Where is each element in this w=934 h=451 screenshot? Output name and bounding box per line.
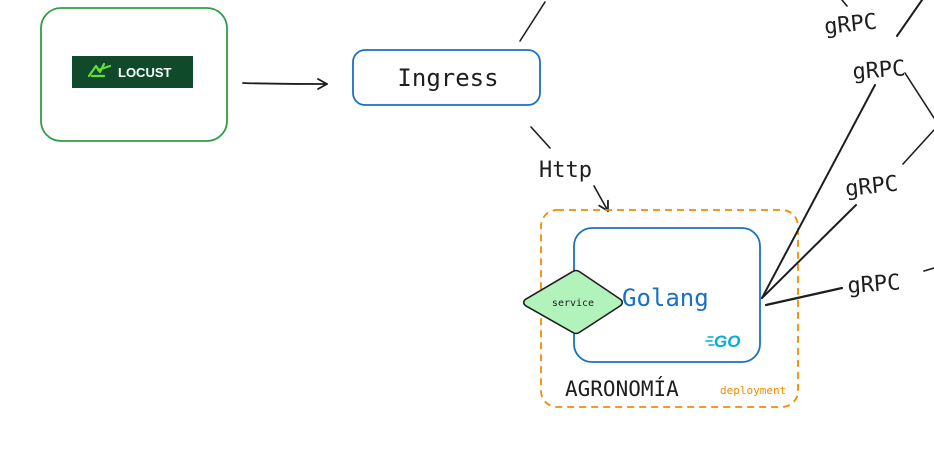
deployment-tag: deployment bbox=[720, 384, 786, 397]
agronomia-title: AGRONOMÍA bbox=[565, 376, 679, 401]
grpc-edge-3-upper bbox=[902, 129, 934, 165]
ingress-upward-line bbox=[519, 1, 546, 42]
go-logo-text: GO bbox=[714, 332, 740, 351]
grasshopper-icon bbox=[87, 62, 112, 78]
locust-box bbox=[40, 7, 228, 142]
http-edge-arrow bbox=[593, 185, 609, 212]
service-diamond bbox=[522, 269, 624, 335]
grpc-label-3: gRPC bbox=[844, 172, 899, 202]
ingress-box bbox=[352, 49, 541, 106]
ingress-label: Ingress bbox=[397, 64, 498, 92]
grpc-label-4: gRPC bbox=[847, 270, 902, 299]
locust-node[interactable]: LOCUST bbox=[40, 7, 228, 142]
service-node[interactable]: service bbox=[522, 269, 624, 335]
grpc-label-2: gRPC bbox=[852, 56, 907, 85]
locust-to-ingress-arrow bbox=[242, 78, 328, 90]
grpc-label-1: gRPC bbox=[823, 10, 878, 40]
grpc-edge-3-lower bbox=[761, 204, 857, 299]
locust-logo: LOCUST bbox=[72, 56, 193, 88]
locust-logo-text: LOCUST bbox=[118, 65, 172, 80]
golang-node[interactable]: Golang GO bbox=[573, 227, 761, 363]
go-logo: GO bbox=[705, 332, 740, 351]
grpc-edge-1-upper bbox=[896, 0, 923, 37]
grpc-edge-4-upper bbox=[923, 267, 934, 272]
golang-label: Golang bbox=[622, 284, 709, 312]
service-label: service bbox=[552, 298, 594, 309]
ingress-node[interactable]: Ingress bbox=[352, 49, 541, 106]
grpc-edge-2-lower bbox=[761, 84, 876, 299]
http-edge-top bbox=[530, 126, 551, 149]
grpc-edge-2-right bbox=[904, 72, 934, 119]
http-label: Http bbox=[539, 158, 592, 183]
grpc-edge-1-left bbox=[841, 0, 848, 7]
go-logo-speed-lines bbox=[705, 336, 715, 346]
grpc-edge-4-lower bbox=[764, 286, 844, 307]
